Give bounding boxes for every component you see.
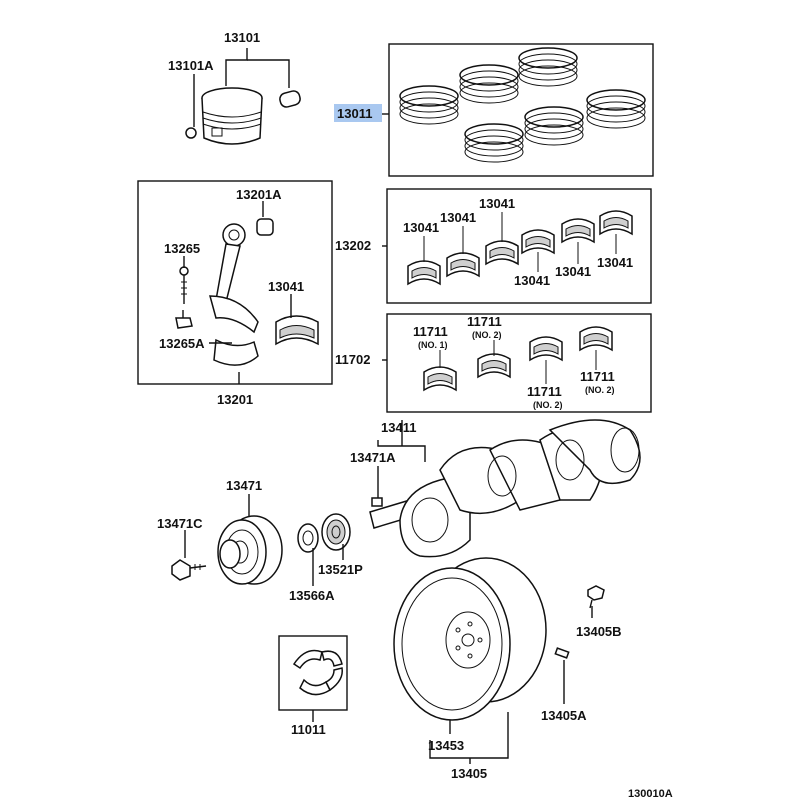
label-bearing-b5: 13041 <box>555 264 591 279</box>
label-crankshaft-key: 13471A <box>350 450 396 465</box>
label-crank-angle-plate: 13566A <box>289 588 335 603</box>
timing-pulley[interactable] <box>321 513 351 551</box>
label-bearing-b2: 13041 <box>440 210 476 225</box>
bearing-set-shells[interactable] <box>407 210 633 286</box>
label-main-bearing-group: 11702 <box>335 352 370 367</box>
piston-assembly[interactable] <box>185 48 301 145</box>
crank-angle-plate[interactable] <box>297 523 319 553</box>
label-connecting-rod-bolt: 13265 <box>164 241 200 256</box>
label-bearing-b4: 13041 <box>514 273 550 288</box>
label-piston: 13101 <box>224 30 260 45</box>
label-flywheel: 13405 <box>451 766 487 781</box>
label-flywheel-bolt: 13405B <box>576 624 622 639</box>
flywheel-pin[interactable] <box>554 647 570 659</box>
flywheel-bolt[interactable] <box>587 585 605 609</box>
label-bearing-set: 13202 <box>335 238 371 253</box>
label-pulley-bolt: 13471C <box>157 516 203 531</box>
crankshaft-pulley[interactable] <box>217 515 283 585</box>
label-bearing-b1: 13041 <box>403 220 439 235</box>
thrust-washer-set[interactable] <box>292 649 343 696</box>
label-thrust-washer: 11011 <box>291 722 326 737</box>
piston-ring-set[interactable] <box>399 47 646 163</box>
highlight-piston-ring-set <box>334 104 382 122</box>
piston-ring-set-box <box>388 43 654 177</box>
label-connecting-rod-bushing: 13201A <box>236 187 282 202</box>
label-main-bearing-no2b: 11711 <box>527 384 562 399</box>
label-main-bearing-no2c: 11711 <box>580 369 615 384</box>
flywheel[interactable] <box>393 557 547 721</box>
label-main-bearing-no2a: 11711 <box>467 314 502 329</box>
label-bearing-b3: 13041 <box>479 196 515 211</box>
label-piston-ring-set[interactable]: 13011 <box>337 106 372 121</box>
label-crankshaft: 13411 <box>381 420 416 435</box>
label-main-bearing-no2a-sub: (NO. 2) <box>472 330 502 340</box>
label-connecting-rod-nut: 13265A <box>159 336 205 351</box>
connecting-rod-box <box>137 180 333 385</box>
pulley-bolt[interactable] <box>171 559 207 581</box>
diagram-reference-code: 130010A <box>628 788 673 800</box>
connecting-rod-assembly[interactable] <box>175 218 319 366</box>
label-connecting-rod-bearing: 13041 <box>268 279 304 294</box>
main-bearing-shells[interactable] <box>423 326 613 392</box>
label-piston-pin-clip: 13101A <box>168 58 214 73</box>
crankshaft-key[interactable] <box>371 497 383 507</box>
label-main-bearing-no2c-sub: (NO. 2) <box>585 385 615 395</box>
label-flywheel-pin: 13405A <box>541 708 587 723</box>
label-ring-gear: 13453 <box>428 738 464 753</box>
label-timing-pulley: 13521P <box>318 562 363 577</box>
main-bearing-box <box>386 313 652 413</box>
label-main-bearing-no1-sub: (NO. 1) <box>418 340 448 350</box>
label-main-bearing-no2b-sub: (NO. 2) <box>533 400 563 410</box>
label-bearing-b6: 13041 <box>597 255 633 270</box>
crankshaft[interactable] <box>369 419 641 558</box>
label-connecting-rod: 13201 <box>217 392 253 407</box>
label-pulley: 13471 <box>226 478 262 493</box>
label-main-bearing-no1: 11711 <box>413 324 448 339</box>
